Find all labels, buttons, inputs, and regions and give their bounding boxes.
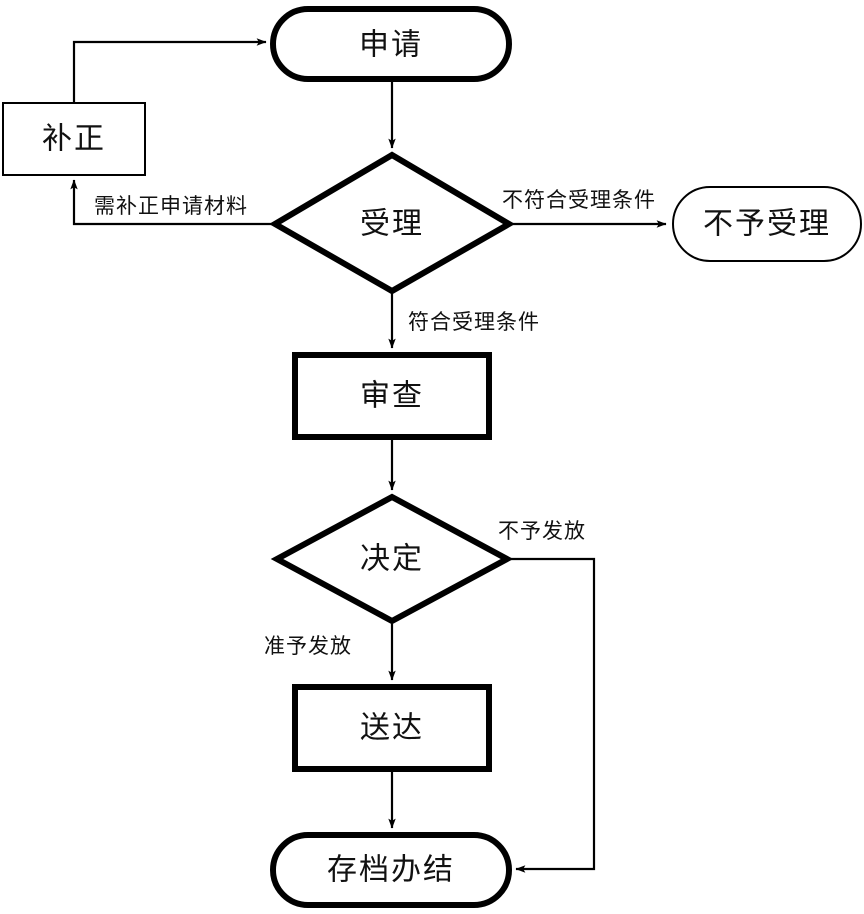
node-decide-label: 决定 xyxy=(360,542,424,577)
node-archive-shape xyxy=(270,832,512,908)
node-supplement[interactable]: 补正 xyxy=(2,102,146,176)
node-deliver-shape xyxy=(292,684,492,772)
node-decide[interactable]: 决定 xyxy=(270,493,514,625)
node-deliver-label: 送达 xyxy=(360,711,424,746)
node-archive-label: 存档办结 xyxy=(327,853,455,888)
node-review-shape xyxy=(292,352,492,440)
node-deliver[interactable]: 送达 xyxy=(292,684,492,772)
node-reject-shape xyxy=(672,186,862,262)
edge-label-not-meet-condition: 不符合受理条件 xyxy=(502,188,656,212)
node-accept-label: 受理 xyxy=(360,207,424,242)
node-reject[interactable]: 不予受理 xyxy=(672,186,862,262)
node-reject-label: 不予受理 xyxy=(703,207,831,242)
node-accept[interactable]: 受理 xyxy=(269,151,515,295)
edge-supplement-to-apply xyxy=(72,38,267,102)
edge-decide-to-archive xyxy=(510,557,596,873)
node-archive[interactable]: 存档办结 xyxy=(270,832,512,908)
edge-accept-to-supplement xyxy=(70,179,272,226)
node-review[interactable]: 审查 xyxy=(292,352,492,440)
node-apply-shape xyxy=(270,6,512,82)
edge-label-grant: 准予发放 xyxy=(264,634,352,658)
node-supplement-label: 补正 xyxy=(42,122,106,157)
node-supplement-shape xyxy=(2,102,146,176)
edge-label-need-supplement: 需补正申请材料 xyxy=(94,194,248,218)
node-accept-shape xyxy=(269,151,515,295)
node-apply[interactable]: 申请 xyxy=(270,6,512,82)
node-apply-label: 申请 xyxy=(359,28,423,63)
edge-label-deny: 不予发放 xyxy=(498,519,586,543)
edge-label-meet-condition: 符合受理条件 xyxy=(408,310,540,334)
node-decide-shape xyxy=(270,493,514,625)
node-review-label: 审查 xyxy=(360,379,424,414)
